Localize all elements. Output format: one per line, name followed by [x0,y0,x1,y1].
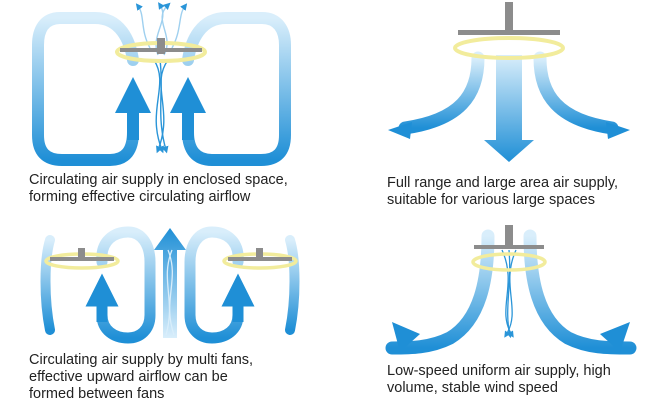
ceiling-fan-icon [44,248,120,270]
airflow-loop-multi-1 [96,226,156,344]
center-streams [135,2,188,154]
caption-line: effective upward airflow can be [29,369,228,385]
panel-low-speed [385,225,637,355]
caption-line: volume, stable wind speed [387,380,558,396]
airflow-floor-right [523,229,637,355]
ceiling-fan-icon [453,2,565,60]
caption-large-area: Full range and large area air supply, su… [387,175,618,209]
panel-enclosed-space [32,2,291,166]
airflow-loop-left [32,12,139,166]
airflow-curve-right [533,51,619,135]
airflow-curve-left [398,51,485,135]
caption-enclosed-space: Circulating air supply in enclosed space… [29,172,288,206]
airflow-loop-right [182,12,291,166]
airflow-loop-multi-2 [184,226,244,344]
caption-line: Circulating air supply in enclosed space… [29,172,288,188]
caption-line: forming effective circulating airflow [29,189,251,205]
caption-multi-fans: Circulating air supply by multi fans, ef… [29,352,253,403]
ceiling-fan-icon [222,248,298,270]
caption-line: Low-speed uniform air supply, high [387,363,611,379]
rotation-ring-icon [471,252,547,272]
airflow-up-center [154,228,186,338]
airflow-down-center [484,55,534,162]
panel-large-area [388,2,630,162]
caption-line: formed between fans [29,386,165,402]
caption-line: suitable for various large spaces [387,192,595,208]
caption-line: Circulating air supply by multi fans, [29,352,254,368]
panel-multi-fans [40,226,300,344]
ceiling-fan-icon [471,225,547,272]
ceiling-fan-icon [115,38,207,63]
caption-line: Full range and large area air supply, [387,175,619,191]
rotation-ring-icon [453,36,565,60]
caption-low-speed: Low-speed uniform air supply, high volum… [387,363,611,397]
